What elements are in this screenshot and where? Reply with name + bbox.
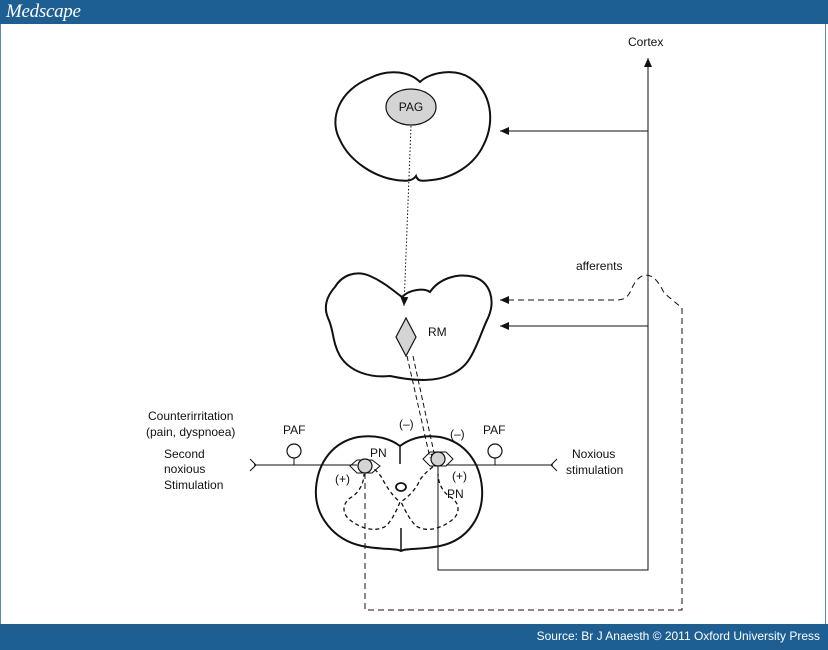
afferents-label: afferents — [576, 259, 622, 273]
paf-label-left: PAF — [283, 423, 305, 437]
central-canal — [395, 482, 407, 492]
grey-matter-left — [343, 459, 401, 530]
counterirritation-label: Counterirritation — [148, 409, 233, 423]
right-paf-cell — [487, 443, 503, 459]
plus-label-left: (+) — [335, 472, 350, 486]
minus-label-left: (–) — [399, 417, 414, 431]
ascending-pathway — [437, 58, 652, 571]
right-neuron-hexagon — [422, 451, 454, 467]
diagram-frame — [0, 24, 826, 624]
pag-node — [385, 88, 437, 126]
left-neuron-hexagon — [349, 459, 381, 474]
medulla-outline — [324, 272, 493, 382]
right-pn-node — [430, 451, 446, 467]
second-label: Second — [164, 447, 205, 461]
pag-label: PAG — [399, 100, 423, 114]
stimulation-label-left: Stimulation — [164, 478, 223, 492]
source-credit: Source: Br J Anaesth © 2011 Oxford Unive… — [536, 629, 820, 643]
plus-label-right: (+) — [452, 469, 467, 483]
minus-label-right: (–) — [450, 427, 465, 441]
pn-label-left: PN — [370, 446, 387, 460]
noxious-label-right: Noxious — [572, 447, 615, 461]
pag-rm-pathway — [400, 125, 412, 307]
pn-label-right: PN — [447, 487, 464, 501]
header-bar: Medscape — [0, 0, 828, 24]
grey-matter-right — [400, 461, 459, 530]
paf-label-right: PAF — [483, 423, 505, 437]
medscape-logo: Medscape — [6, 1, 81, 22]
cortex-label: Cortex — [628, 35, 663, 49]
pain-dyspnoea-label: (pain, dyspnoea) — [146, 425, 235, 439]
rm-node — [395, 316, 417, 358]
rm-label: RM — [428, 325, 447, 339]
left-paf-cell — [286, 443, 302, 459]
left-pn-node — [357, 458, 373, 474]
footer-bar: Source: Br J Anaesth © 2011 Oxford Unive… — [0, 624, 828, 650]
right-receptor-ending — [550, 458, 558, 472]
rm-dorsal-pathway-b — [412, 355, 439, 463]
afferents-dashed-loop — [364, 274, 683, 611]
noxious-label-left: noxious — [164, 462, 205, 476]
rm-dorsal-pathway-a — [406, 355, 431, 459]
midbrain-outline — [334, 71, 492, 182]
left-receptor-ending — [249, 458, 257, 472]
stimulation-label-right: stimulation — [566, 463, 623, 477]
